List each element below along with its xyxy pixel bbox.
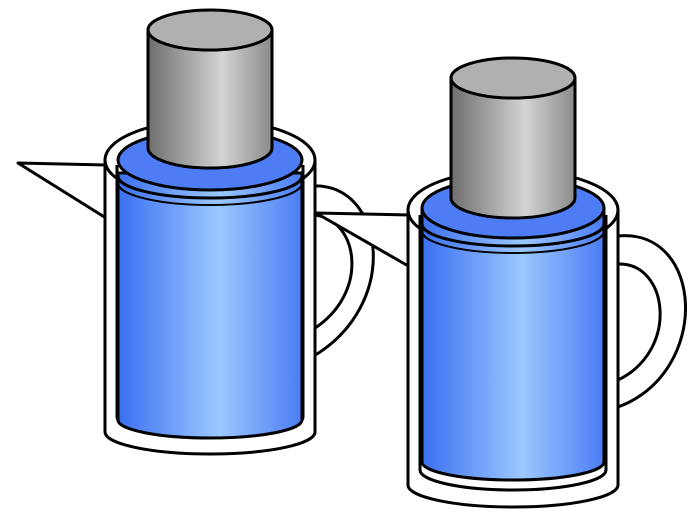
left-jug-liquid xyxy=(116,171,304,440)
right-jug-rim-front xyxy=(420,223,606,248)
right-jug-rim-front-inner xyxy=(421,230,605,254)
left-jug-rim-front xyxy=(116,175,304,200)
right-jug-weight-top xyxy=(449,56,577,100)
right-jug-handle xyxy=(616,234,687,409)
right-jug-liquid xyxy=(420,208,606,482)
left-jug-rim-front-inner xyxy=(117,182,303,206)
left-jug-handle xyxy=(310,184,375,359)
left-jug-weight xyxy=(146,28,274,170)
right-jug-weight xyxy=(449,76,577,220)
left-jug xyxy=(16,8,375,456)
right-jug xyxy=(314,56,687,509)
left-jug-spout xyxy=(16,161,107,220)
right-jug-spout xyxy=(314,211,411,269)
left-jug-weight-top xyxy=(146,8,274,52)
